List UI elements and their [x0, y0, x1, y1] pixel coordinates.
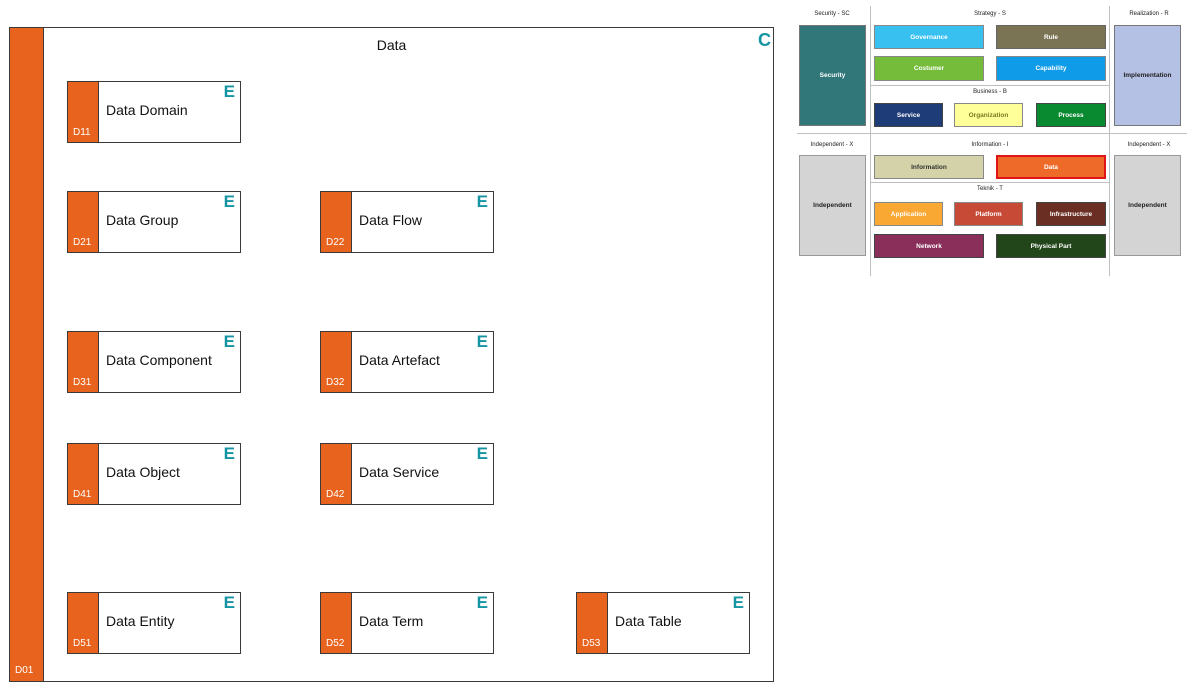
block-infrastructure[interactable]: Infrastructure: [1036, 202, 1106, 226]
element-label: Data Component: [106, 352, 212, 368]
element-stripe: D21: [68, 192, 99, 252]
element-label: Data Group: [106, 212, 179, 228]
element-stripe: D41: [68, 444, 99, 504]
block-platform[interactable]: Platform: [954, 202, 1023, 226]
element-stripe: D31: [68, 332, 99, 392]
header-security: Security - SC: [814, 11, 850, 17]
element-data-object[interactable]: D41 Data Object E: [67, 443, 241, 505]
map-divider: [871, 85, 1109, 86]
block-independent-left[interactable]: Independent: [799, 155, 866, 256]
block-information[interactable]: Information: [874, 155, 984, 179]
block-physical-part[interactable]: Physical Part: [996, 234, 1106, 258]
block-capability[interactable]: Capability: [996, 56, 1106, 81]
map-divider: [797, 133, 1187, 134]
element-type-marker: E: [476, 332, 488, 351]
element-data-term[interactable]: D52 Data Term E: [320, 592, 494, 654]
element-type-marker: E: [223, 332, 235, 351]
block-independent-right[interactable]: Independent: [1114, 155, 1181, 256]
header-business: Business - B: [973, 89, 1007, 95]
block-data[interactable]: Data: [996, 155, 1106, 179]
element-stripe: D51: [68, 593, 99, 653]
header-strategy: Strategy - S: [974, 11, 1006, 17]
element-stripe: D52: [321, 593, 352, 653]
element-data-entity[interactable]: D51 Data Entity E: [67, 592, 241, 654]
element-code: D11: [73, 127, 91, 138]
element-label: Data Object: [106, 464, 180, 480]
element-code: D42: [326, 489, 345, 500]
element-label: Data Table: [615, 613, 682, 629]
block-implementation[interactable]: Implementation: [1114, 25, 1181, 126]
container-side-stripe: D01: [10, 28, 44, 681]
header-teknik: Teknik - T: [977, 186, 1003, 192]
data-container[interactable]: D01 Data C D11 Data Domain E D21 Data Gr…: [9, 27, 774, 682]
element-code: D51: [73, 638, 92, 649]
element-code: D32: [326, 377, 345, 388]
block-application[interactable]: Application: [874, 202, 943, 226]
element-stripe: D22: [321, 192, 352, 252]
element-data-group[interactable]: D21 Data Group E: [67, 191, 241, 253]
element-data-component[interactable]: D31 Data Component E: [67, 331, 241, 393]
element-code: D52: [326, 638, 345, 649]
element-type-marker: E: [223, 593, 235, 612]
element-label: Data Entity: [106, 613, 175, 629]
element-type-marker: E: [732, 593, 744, 612]
map-divider: [1109, 6, 1110, 276]
element-label: Data Service: [359, 464, 440, 480]
element-label: Data Artefact: [359, 352, 440, 368]
element-type-marker: E: [476, 593, 488, 612]
element-stripe: D32: [321, 332, 352, 392]
block-network[interactable]: Network: [874, 234, 984, 258]
element-type-marker: E: [223, 192, 235, 211]
container-type-marker: C: [758, 30, 771, 50]
map-divider: [871, 182, 1109, 183]
element-stripe: D53: [577, 593, 608, 653]
element-type-marker: E: [223, 444, 235, 463]
element-data-flow[interactable]: D22 Data Flow E: [320, 191, 494, 253]
element-code: D21: [73, 237, 92, 248]
element-type-marker: E: [223, 82, 235, 101]
header-realization: Realization - R: [1129, 11, 1169, 17]
element-label: Data Flow: [359, 212, 423, 228]
element-data-domain[interactable]: D11 Data Domain E: [67, 81, 241, 143]
element-type-marker: E: [476, 444, 488, 463]
element-stripe: D42: [321, 444, 352, 504]
element-code: D41: [73, 489, 92, 500]
block-organization[interactable]: Organization: [954, 103, 1023, 127]
block-process[interactable]: Process: [1036, 103, 1106, 127]
element-label: Data Term: [359, 613, 424, 629]
block-costumer[interactable]: Costumer: [874, 56, 984, 81]
element-data-table[interactable]: D53 Data Table E: [576, 592, 750, 654]
header-independent-right: Independent - X: [1127, 142, 1171, 148]
element-code: D22: [326, 237, 345, 248]
element-data-service[interactable]: D42 Data Service E: [320, 443, 494, 505]
container-code: D01: [15, 665, 34, 676]
element-stripe: D11: [68, 82, 99, 142]
element-code: D53: [582, 638, 601, 649]
header-independent-left: Independent - X: [810, 142, 854, 148]
element-code: D31: [73, 377, 92, 388]
header-information: Information - I: [971, 142, 1009, 148]
element-type-marker: E: [476, 192, 488, 211]
block-governance[interactable]: Governance: [874, 25, 984, 49]
map-divider: [870, 6, 871, 276]
element-label: Data Domain: [106, 102, 188, 118]
container-title: Data: [376, 37, 407, 53]
element-data-artefact[interactable]: D32 Data Artefact E: [320, 331, 494, 393]
block-rule[interactable]: Rule: [996, 25, 1106, 49]
block-security[interactable]: Security: [799, 25, 866, 126]
block-service[interactable]: Service: [874, 103, 943, 127]
architecture-reference-map: Security - SC Strategy - S Realization -…: [797, 0, 1187, 280]
